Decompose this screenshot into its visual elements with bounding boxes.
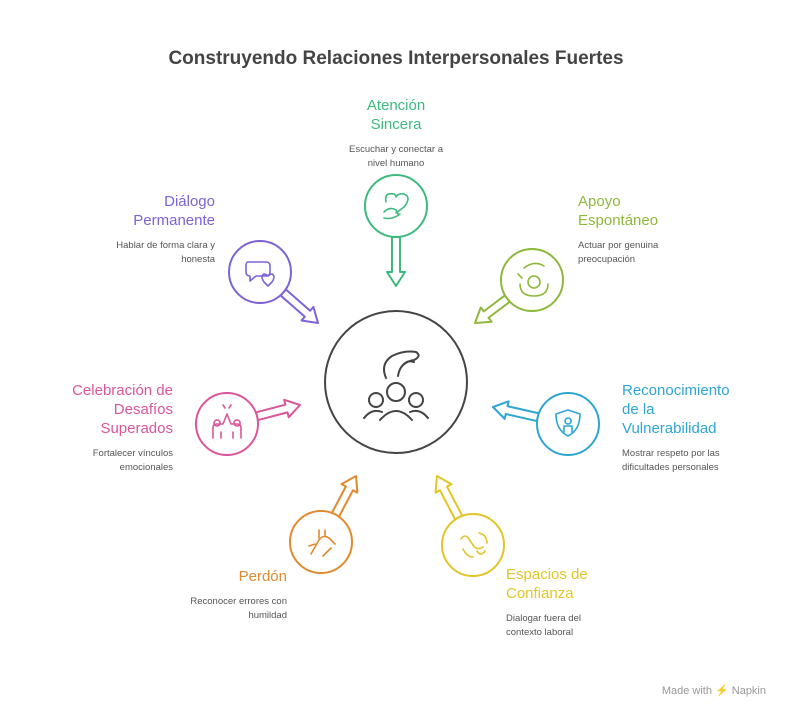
care-icon [517,262,549,297]
node-4 [434,475,505,577]
team-icon [363,350,429,421]
node-3 [492,392,600,456]
node-6 [195,392,301,456]
node-title: Diálogo Permanente [133,193,215,229]
arrow [434,475,464,521]
arrow [279,288,319,324]
handshake-icon [460,532,488,558]
node-desc: Hablar de forma clara y honesta [116,240,215,265]
arrow [330,475,359,518]
arrow [386,236,406,287]
hands-icon [308,529,336,557]
diagram-title: Construyendo Relaciones Interpersonales … [168,48,624,69]
node-label-espacios: Espacios de Confianza Dialogar fuera del… [506,565,676,640]
node-label-perdon: Perdón Reconocer errores con humildad [117,567,287,623]
node-desc: Fortalecer vínculos emocionales [92,448,173,473]
node-title: Apoyo Espontáneo [578,193,659,229]
arrow [474,294,511,324]
node-label-celebracion: Celebración de Desafíos Superados Fortal… [3,381,173,475]
node-7 [228,240,319,324]
node-label-dialogo: Diálogo Permanente Hablar de forma clara… [45,192,215,267]
shield-person-icon [555,409,581,437]
node-circle [500,248,564,312]
node-circle [228,240,292,304]
node-desc: Dialogar fuera del contexto laboral [506,613,581,638]
node-title: Perdón [238,568,287,585]
node-circle [195,392,259,456]
heart-hand-icon [383,192,409,220]
node-5 [289,475,359,574]
node-circle [289,510,353,574]
high-five-icon [212,404,242,439]
node-title: Reconocimiento de la Vulnerabilidad [622,382,730,437]
node-desc: Mostrar respeto por las dificultades per… [622,448,720,473]
center-node [324,310,468,454]
node-label-reconocimiento: Reconocimiento de la Vulnerabilidad Most… [622,381,792,475]
arrow [492,400,540,423]
chat-heart-icon [245,261,275,287]
node-label-apoyo: Apoyo Espontáneo Actuar por genuina preo… [578,192,748,267]
node-desc: Escuchar y conectar a nivel humano [349,144,443,169]
node-title: Atención Sincera [366,97,426,133]
node-label-atencion: Atención Sincera Escuchar y conectar a n… [311,96,481,171]
napkin-brand: Made with ⚡ Napkin [661,685,766,697]
arrow [254,398,301,422]
node-circle [364,174,428,238]
node-title: Celebración de Desafíos Superados [72,382,173,437]
node-1 [364,174,428,287]
node-desc: Actuar por genuina preocupación [578,240,659,265]
node-2 [474,248,564,324]
node-desc: Reconocer errores con humildad [190,596,287,621]
node-title: Espacios de Confianza [506,566,588,602]
